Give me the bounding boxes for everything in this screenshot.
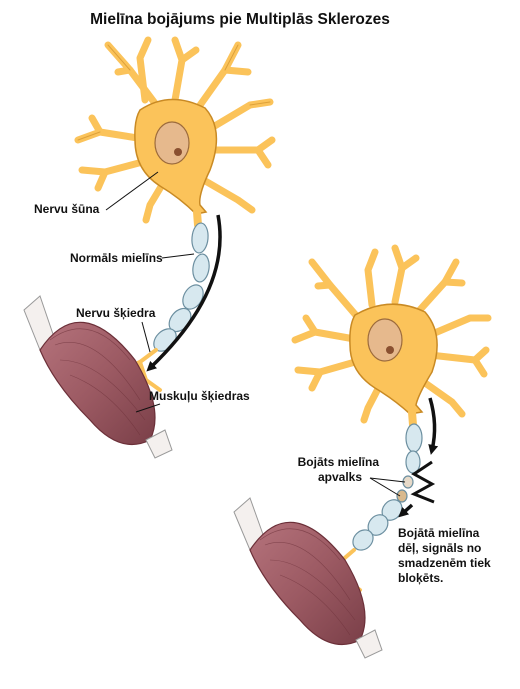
blocked-signal-line2: dēļ, signāls no [398, 541, 481, 555]
normal-myelin-label: Normāls mielīns [70, 251, 163, 265]
healthy-nucleus [155, 122, 189, 164]
blocked-signal-label: Bojātā mielīna dēļ, signāls no smadzenēm… [398, 526, 494, 585]
blocked-signal-line4: bloķēts. [398, 571, 443, 585]
damaged-signal-arrow-bottom [402, 505, 412, 514]
damaged-nucleus [368, 319, 402, 361]
affected-muscle [234, 498, 382, 658]
damaged-cell-body [350, 304, 437, 414]
damaged-myelin-label-line2: apvalks [318, 470, 362, 484]
nerve-fiber-label: Nervu šķiedra [76, 306, 156, 320]
blocked-signal-line3: smadzenēm tiek [398, 556, 491, 570]
damaged-myelin-label: Bojāts mielīna apvalks [298, 455, 383, 484]
blocked-signal-line1: Bojātā mielīna [398, 526, 480, 540]
damaged-signal-arrow-top [430, 398, 435, 450]
damaged-myelin-label-line1: Bojāts mielīna [298, 455, 380, 469]
healthy-muscle [24, 296, 172, 458]
diagram-title: Mielīna bojājums pie Multiplās Sklerozes [90, 11, 390, 28]
muscle-fibers-label: Muskuļu šķiedras [149, 389, 250, 403]
nerve-cell-label: Nervu šūna [34, 202, 100, 216]
